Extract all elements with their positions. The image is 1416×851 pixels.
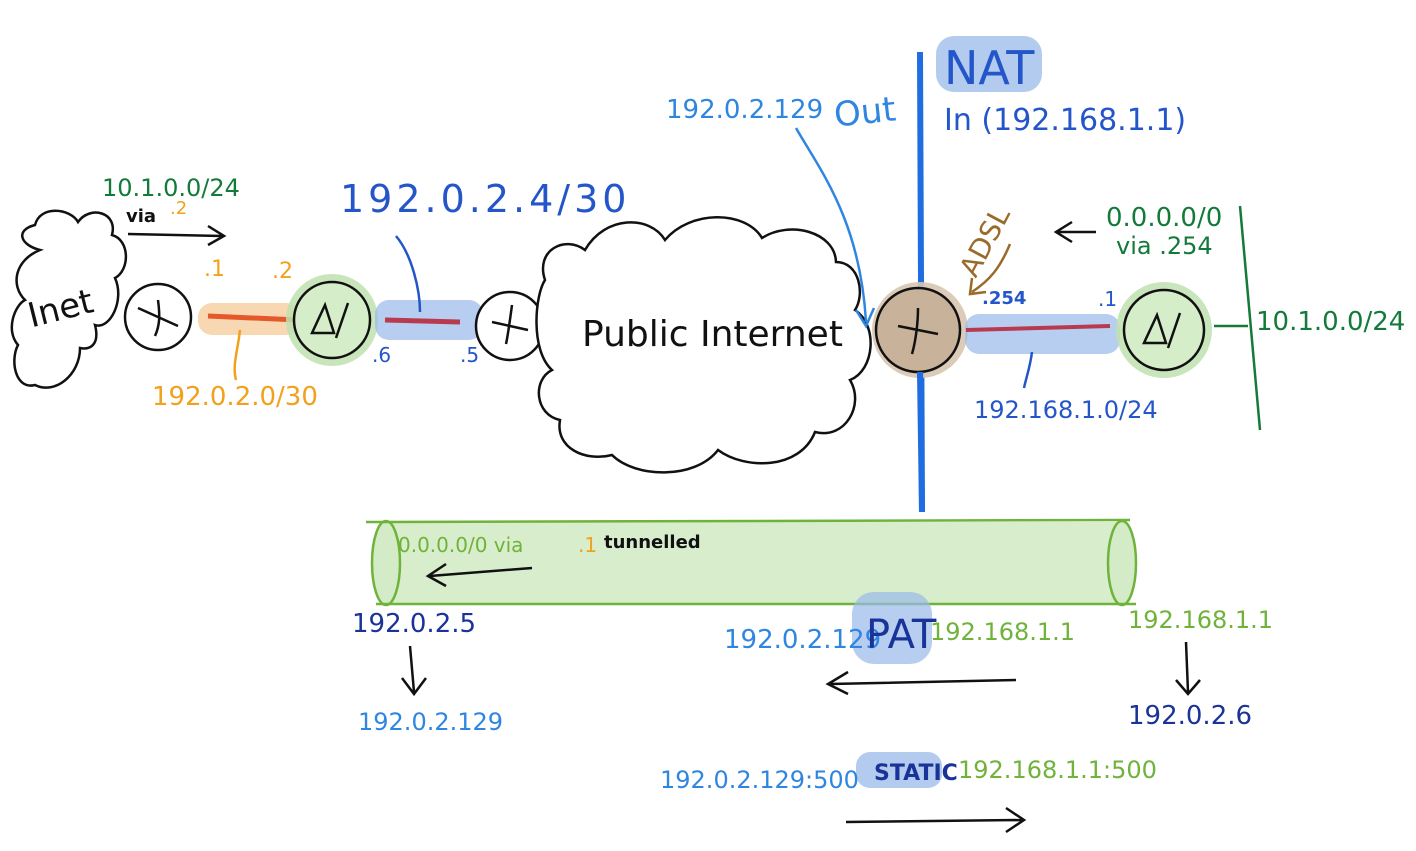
static-arrow: [845, 806, 1027, 834]
router-left: [123, 282, 193, 352]
tunnel-route-suffix: tunnelled: [604, 532, 701, 553]
vpn-gateway-icon: [310, 301, 350, 339]
host-label-2: .2: [272, 259, 293, 284]
pat-label: PAT: [866, 612, 937, 658]
default-route-via: via .254: [1116, 232, 1213, 260]
tunnel-route-prefix: 0.0.0.0/0 via: [398, 533, 523, 557]
tunnel-arrow: [425, 562, 533, 588]
route-via-left: via: [126, 206, 156, 227]
link-subnet-left: 192.0.2.0/30: [152, 382, 318, 412]
wan-subnet: 192.0.2.4/30: [340, 177, 630, 221]
lan-subnet-pointer: [1022, 351, 1034, 389]
nat-out-ip-arrow: [794, 127, 876, 329]
static-highlight: [856, 752, 942, 788]
arrow-right-left: [127, 224, 227, 247]
link-highlight-right: [965, 314, 1120, 354]
pat-arrow: [825, 670, 1017, 696]
wan-subnet-pointer: [395, 235, 422, 313]
link-right-red: [965, 324, 1111, 332]
trans-left-arrow: [401, 645, 427, 697]
pat-out-ip: 192.0.2.129: [724, 625, 881, 655]
link-left-orange: [207, 313, 299, 323]
host-label-6: .6: [372, 343, 391, 367]
host-label-1-right: .1: [1098, 287, 1117, 311]
host-label-1: .1: [204, 257, 225, 282]
subnet-pointer-left: [233, 329, 242, 381]
default-route-arrow: [1053, 220, 1096, 244]
inet-label: Inet: [24, 281, 98, 336]
inet-cloud: [10, 209, 128, 389]
trans-right-to: 192.0.2.6: [1128, 701, 1252, 731]
public-internet-cloud: [535, 216, 872, 474]
router-nat: [874, 286, 962, 374]
lan-subnet: 192.168.1.0/24: [974, 396, 1158, 424]
adsl-arrow: [968, 243, 1012, 296]
route-prefix-left: 10.1.0.0/24: [102, 174, 240, 202]
nat-title: NAT: [944, 41, 1035, 95]
static-in-ip: 192.168.1.1:500: [958, 756, 1157, 784]
nat-title-highlight: [936, 36, 1042, 92]
nat-out-label: Out: [832, 89, 897, 135]
pat-highlight: [852, 592, 932, 664]
vpn-gateway-left: [292, 280, 372, 360]
right-network-bar: [1238, 205, 1262, 431]
router-icon: [897, 307, 939, 355]
trans-right-from: 192.168.1.1: [1128, 606, 1273, 634]
adsl-label: ADSL: [953, 201, 1017, 282]
vpn-gateway-right: [1122, 288, 1206, 372]
trans-right-arrow: [1175, 641, 1201, 696]
default-route: 0.0.0.0/0: [1106, 203, 1222, 233]
router-icon: [491, 304, 529, 345]
nat-in-label: In (192.168.1.1): [944, 103, 1186, 138]
static-label: STATIC: [874, 761, 958, 786]
tunnel-route-host: .1: [578, 533, 597, 557]
trans-left-to: 192.0.2.129: [358, 708, 503, 736]
router-icon: [137, 299, 179, 337]
host-label-5: .5: [460, 343, 479, 367]
host-label-254: .254: [982, 288, 1026, 309]
trans-left-from: 192.0.2.5: [352, 609, 476, 639]
route-via-host-left: .2: [170, 198, 187, 219]
static-out-ip: 192.0.2.129:500: [660, 766, 859, 794]
nat-out-ip: 192.0.2.129: [666, 95, 823, 125]
vpn-gateway-icon: [1142, 311, 1182, 349]
nat-boundary-line-lower: [917, 371, 925, 513]
right-subnet: 10.1.0.0/24: [1256, 307, 1405, 337]
public-internet-label: Public Internet: [582, 314, 843, 355]
link-mid-red: [384, 317, 461, 325]
pat-in-ip: 192.168.1.1: [930, 618, 1075, 646]
router-middle: [474, 290, 546, 362]
tunnel: [365, 518, 1138, 607]
